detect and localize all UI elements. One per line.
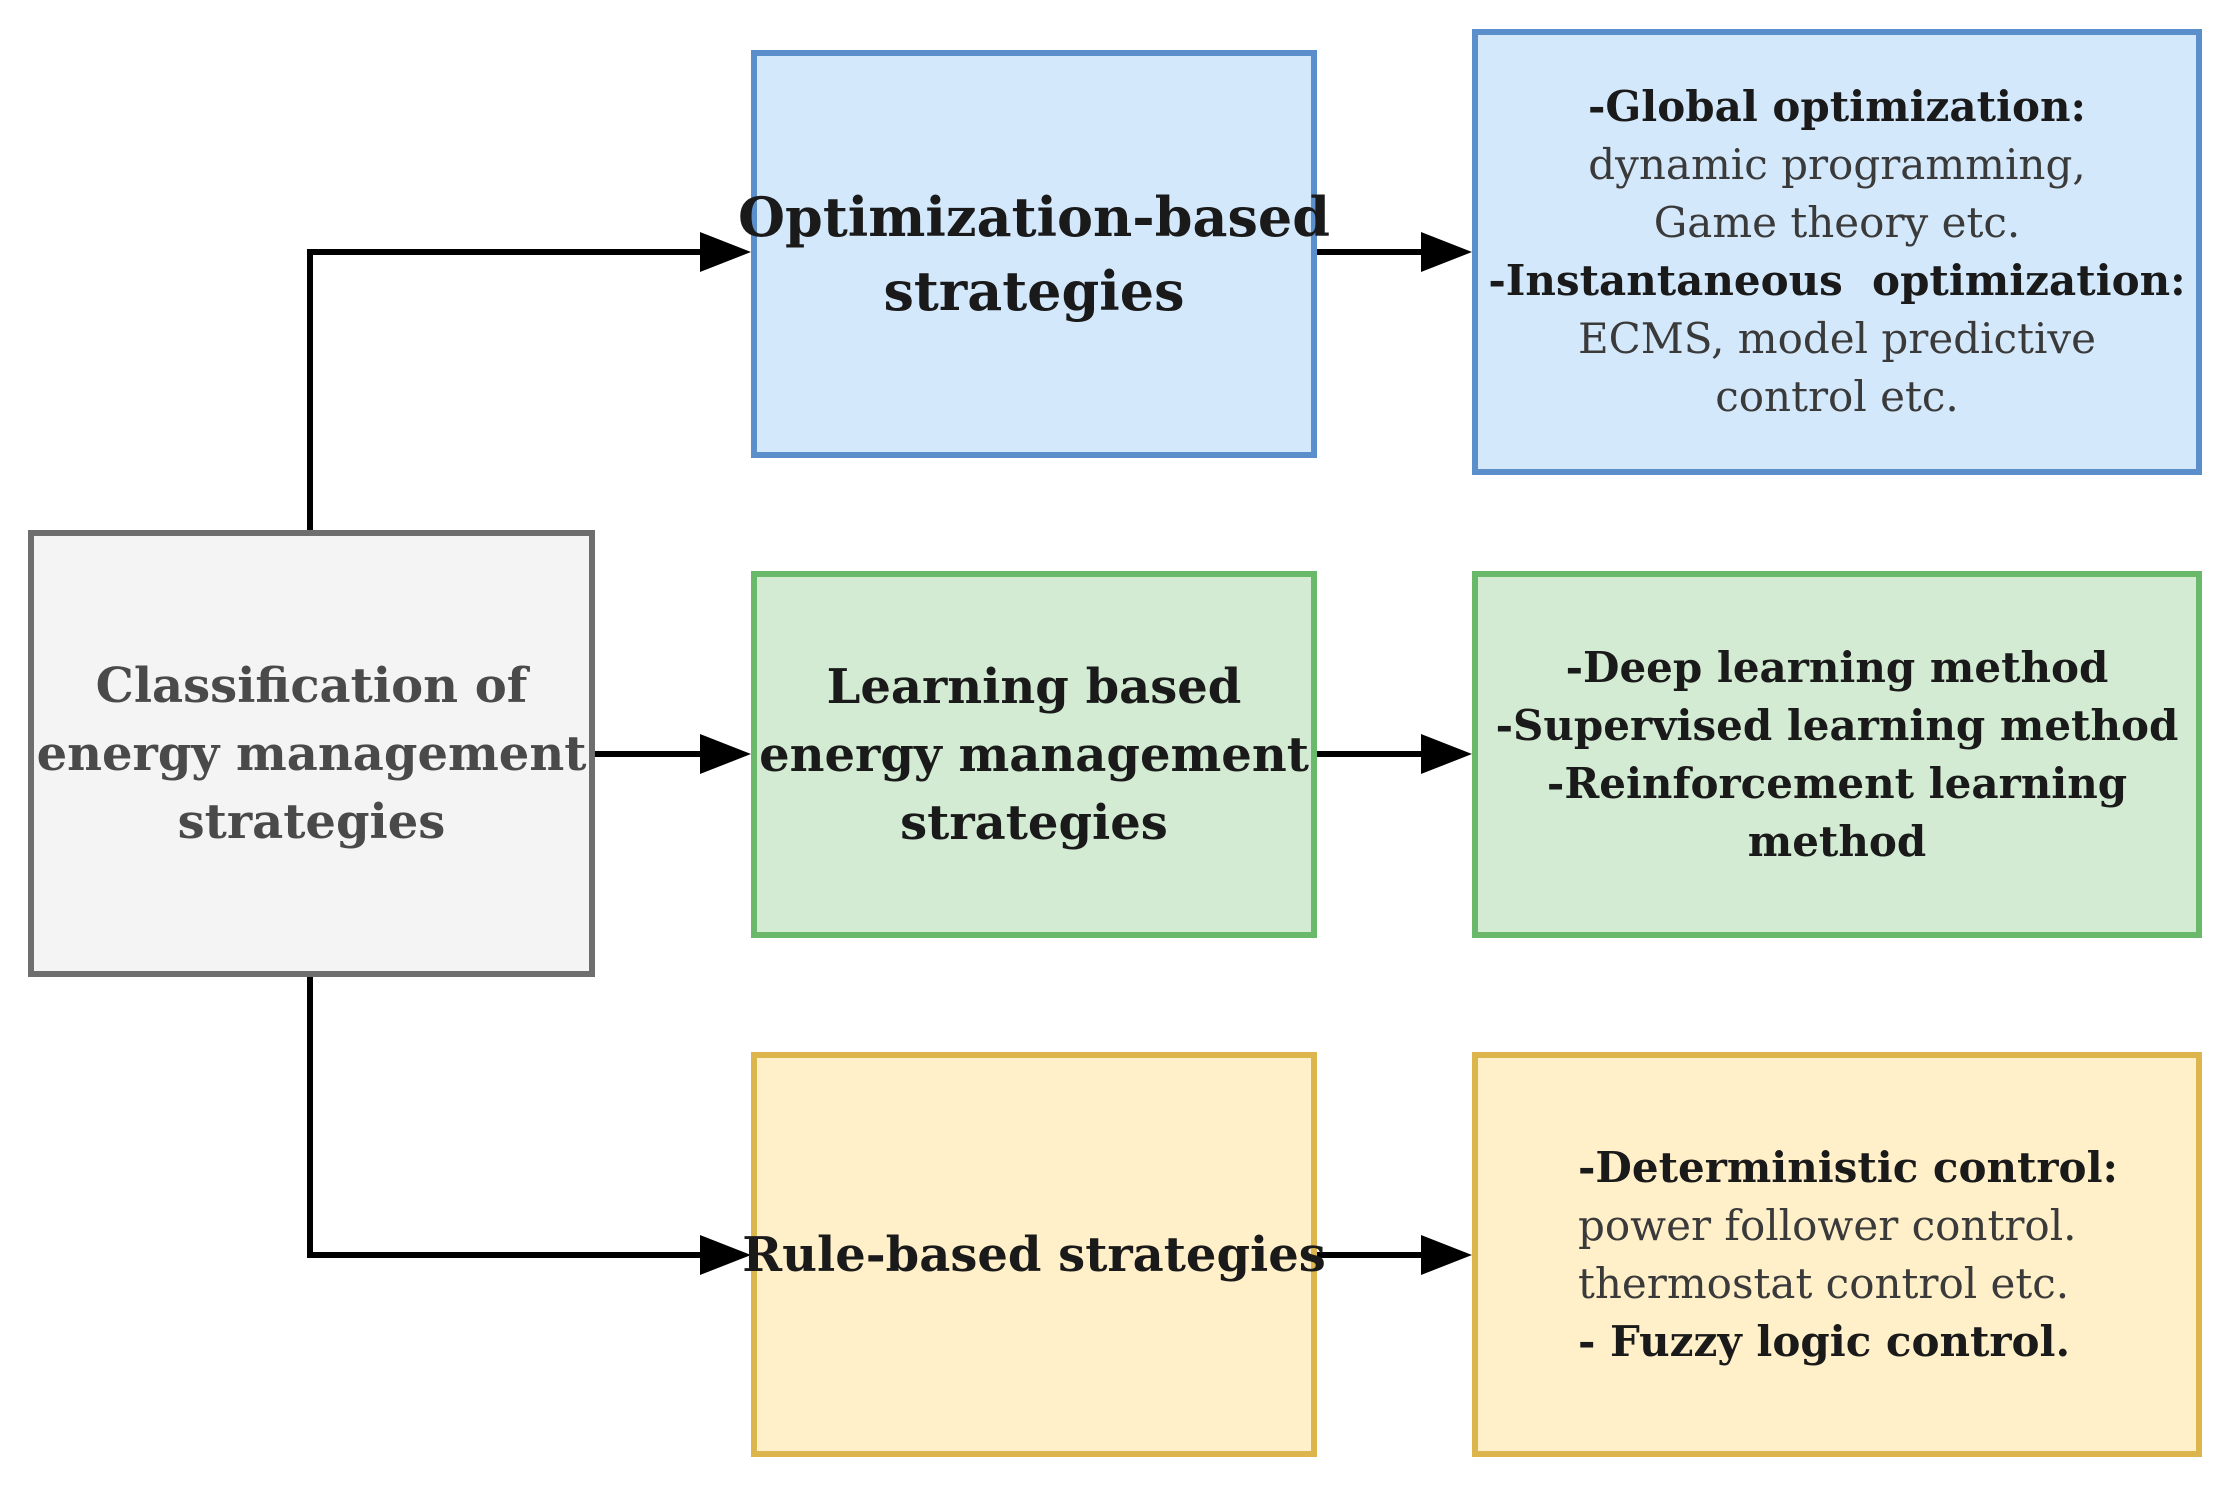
global-optimization-item: dynamic programming, bbox=[1588, 140, 2086, 189]
arrowhead-optimization bbox=[700, 232, 751, 272]
learning-node: Learning based energy management strateg… bbox=[751, 571, 1317, 938]
root-label-line: energy management bbox=[36, 725, 587, 782]
deterministic-control-item: power follower control. bbox=[1578, 1200, 2077, 1250]
learning-method-item: -Deep learning method bbox=[1565, 642, 2109, 692]
global-optimization-item: Game theory etc. bbox=[1653, 198, 2021, 247]
learning-method-item: method bbox=[1747, 816, 1927, 866]
root-label-line: Classification of bbox=[95, 657, 528, 714]
rule-detail-text: -Deterministic control: power follower c… bbox=[1578, 1139, 2118, 1371]
fuzzy-logic-control-heading: - Fuzzy logic control. bbox=[1578, 1316, 2071, 1366]
arrowhead-rule-detail bbox=[1421, 1235, 1472, 1275]
optimization-label: Optimization-based strategies bbox=[738, 180, 1330, 328]
instantaneous-optimization-item: ECMS, model predictive bbox=[1578, 314, 2096, 363]
arrowhead-optimization-detail bbox=[1421, 232, 1472, 272]
optimization-label-line: strategies bbox=[883, 259, 1185, 323]
optimization-label-line: Optimization-based bbox=[738, 185, 1330, 249]
rule-detail-node: -Deterministic control: power follower c… bbox=[1472, 1052, 2202, 1457]
instantaneous-optimization-heading: -Instantaneous optimization: bbox=[1488, 256, 2186, 305]
learning-method-item: -Reinforcement learning bbox=[1546, 758, 2128, 808]
rule-label-line: Rule-based strategies bbox=[742, 1226, 1326, 1283]
optimization-node: Optimization-based strategies bbox=[738, 50, 1330, 458]
root-label: Classification of energy management stra… bbox=[37, 652, 587, 856]
arrow-root-to-optimization bbox=[307, 249, 700, 530]
learning-label-line: Learning based bbox=[826, 658, 1242, 715]
rule-label: Rule-based strategies bbox=[742, 1221, 1326, 1289]
optimization-detail-text: -Global optimization: dynamic programmin… bbox=[1488, 78, 2185, 426]
deterministic-control-heading: -Deterministic control: bbox=[1578, 1142, 2119, 1192]
learning-method-item: -Supervised learning method bbox=[1495, 700, 2179, 750]
root-node: Classification of energy management stra… bbox=[28, 530, 595, 977]
learning-label-line: strategies bbox=[900, 794, 1168, 851]
learning-detail-node: -Deep learning method -Supervised learni… bbox=[1472, 571, 2202, 938]
root-label-line: strategies bbox=[177, 793, 446, 850]
learning-label-line: energy management bbox=[759, 726, 1309, 783]
deterministic-control-item: thermostat control etc. bbox=[1578, 1258, 2070, 1308]
learning-detail-text: -Deep learning method -Supervised learni… bbox=[1496, 639, 2179, 871]
arrow-root-to-rule bbox=[307, 977, 700, 1258]
global-optimization-heading: -Global optimization: bbox=[1587, 82, 2087, 131]
arrowhead-learning-detail bbox=[1421, 734, 1472, 774]
arrowhead-learning bbox=[700, 734, 751, 774]
optimization-detail-node: -Global optimization: dynamic programmin… bbox=[1472, 29, 2202, 475]
instantaneous-optimization-item: control etc. bbox=[1715, 372, 1959, 421]
arrowhead-rule bbox=[700, 1235, 751, 1275]
learning-label: Learning based energy management strateg… bbox=[759, 653, 1309, 857]
rule-node: Rule-based strategies bbox=[742, 1052, 1326, 1457]
